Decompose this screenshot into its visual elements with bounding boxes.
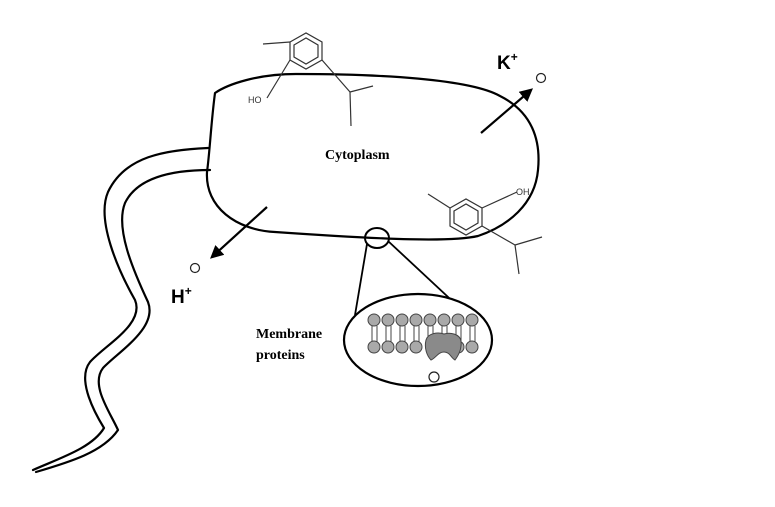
hydrogen-efflux-arrow <box>210 206 268 259</box>
flagellum-inner-stroke <box>34 168 212 474</box>
potassium-ion-icon <box>535 72 547 84</box>
bacterium-cell-outline <box>205 72 540 241</box>
hydroxyl-label-bottom: OH <box>516 187 530 197</box>
zoom-source-circle <box>364 227 390 249</box>
lipid-tails <box>371 326 476 342</box>
membrane-proteins-label-line2: proteins <box>256 348 305 363</box>
transported-ion-icon <box>428 371 440 383</box>
hydroxyl-label-top: HO <box>248 95 262 105</box>
hydrogen-ion-label: H+ <box>171 284 192 308</box>
potassium-ion-label: K+ <box>497 50 518 74</box>
membrane-bilayer <box>367 313 479 361</box>
membrane-proteins-label-line1: Membrane <box>256 327 322 342</box>
flagellum-outer-stroke <box>31 146 210 472</box>
callout-line-left <box>354 243 368 316</box>
potassium-efflux-arrow <box>480 88 534 134</box>
thymol-molecule-top: HO <box>248 32 374 127</box>
lipid-heads-top <box>367 313 479 327</box>
ion-channel-protein-icon <box>424 332 462 361</box>
thymol-molecule-bottom: OH <box>427 187 543 275</box>
hydrogen-ion-icon <box>189 262 201 274</box>
cytoplasm-label: Cytoplasm <box>325 148 390 163</box>
